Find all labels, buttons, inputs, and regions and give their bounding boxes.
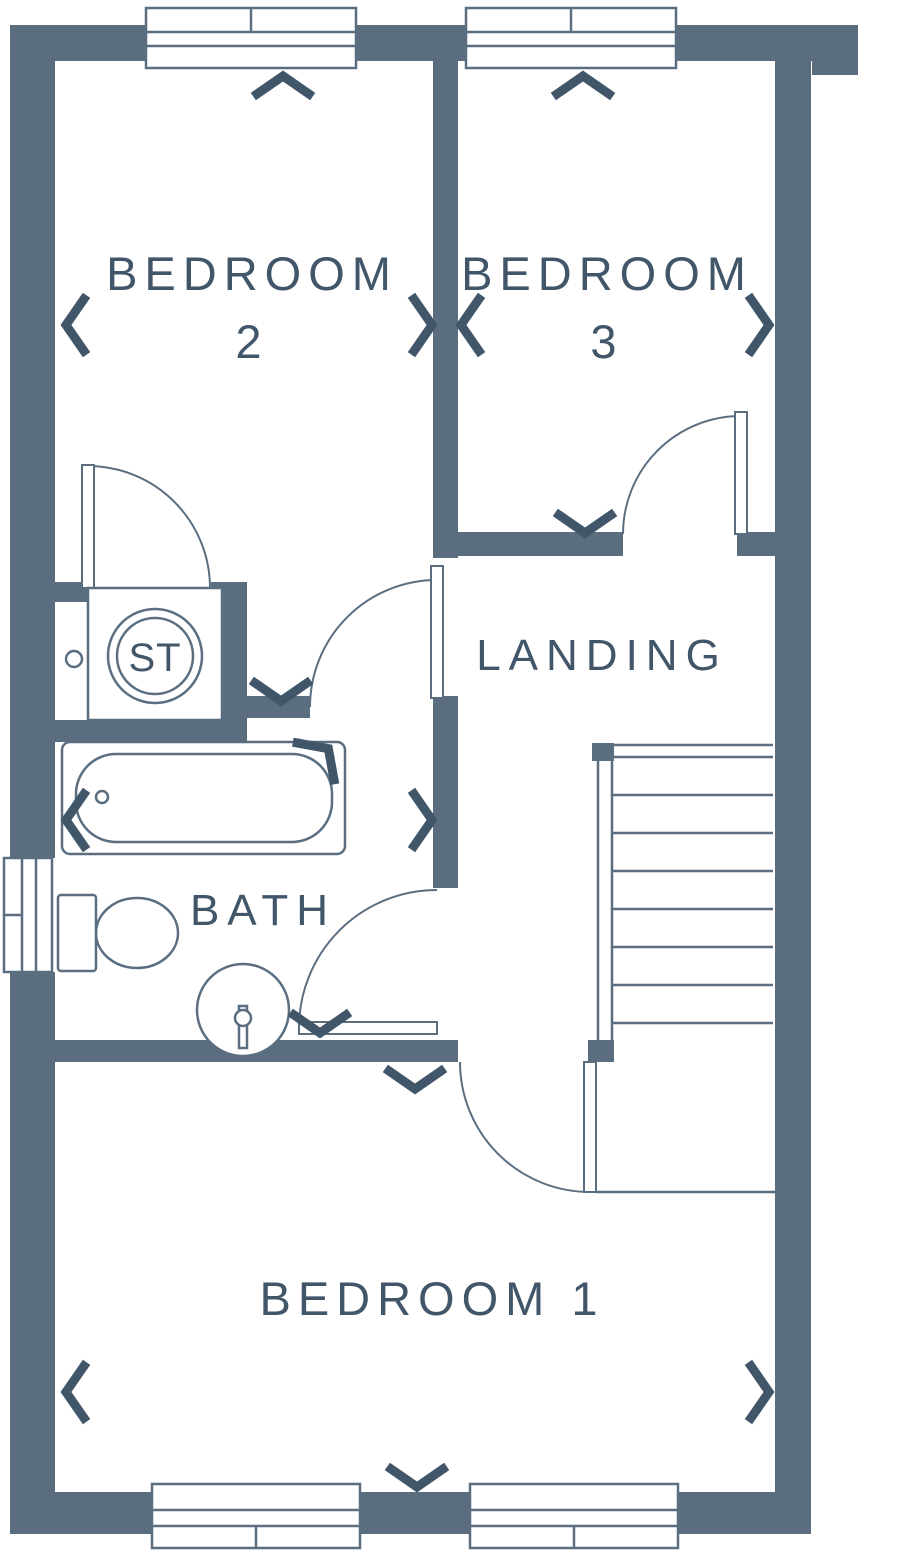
door-swing-arc [87, 465, 211, 589]
chevron-diagonal-icon [292, 737, 340, 785]
chevron-right-icon [744, 292, 775, 358]
wall-segment [360, 1492, 470, 1534]
door-bedroom3 [622, 411, 748, 535]
basin-tap-knob [233, 1008, 253, 1028]
door-swing-arc [298, 889, 438, 1029]
wall-segment [247, 696, 310, 718]
window-bottom-left [150, 1482, 362, 1550]
door-leaf [81, 464, 95, 589]
bathtub-outline [60, 740, 347, 856]
staircase [596, 743, 775, 1194]
bedroom2-label-line2: 2 [235, 315, 268, 368]
wall-segment [812, 61, 858, 75]
chevron-up-icon [550, 70, 616, 101]
wall-segment [10, 1492, 152, 1534]
wall-segment [356, 25, 466, 61]
hot-water-cylinder [106, 607, 204, 705]
room-labels: BEDROOM 2 BEDROOM 3 LANDING BATH BEDROOM… [106, 247, 753, 1325]
toilet [56, 893, 180, 973]
bedroom3-label-line1: BEDROOM [461, 247, 753, 300]
wall-segment [55, 582, 88, 602]
bathtub-drain [94, 789, 110, 805]
hot-water-cylinder-inner [115, 616, 195, 696]
chevron-down-icon [384, 1462, 450, 1493]
window-bath-left [2, 856, 54, 974]
bath-label: BATH [190, 886, 336, 935]
dimension-chevrons [60, 70, 775, 1493]
chevron-up-icon [250, 70, 316, 101]
chevron-left-icon [60, 292, 91, 358]
chevron-right-icon [407, 787, 438, 853]
wall-segment [775, 25, 811, 1534]
door-leaf [430, 565, 444, 699]
bathtub [60, 740, 347, 856]
door-store [81, 464, 211, 589]
window-top-right [464, 6, 678, 70]
wall-segment [678, 1492, 811, 1534]
toilet-cistern [56, 893, 98, 973]
chevron-down-icon [287, 1008, 353, 1039]
toilet-bowl [94, 896, 180, 970]
wall-segment [433, 696, 458, 888]
wall-segment [433, 61, 458, 558]
window-bottom-right [468, 1482, 680, 1550]
chevron-right-icon [744, 1359, 775, 1425]
bedroom2-label-line1: BEDROOM [106, 247, 398, 300]
chevron-left-icon [60, 1359, 91, 1425]
window-top-left [144, 6, 358, 70]
door-bedroom2 [309, 565, 444, 708]
wall-segment [433, 532, 623, 556]
door-leaf [734, 411, 748, 535]
chevron-left-icon [60, 787, 91, 853]
chevron-right-icon [407, 292, 438, 358]
wall-segment [588, 1040, 614, 1062]
door-swing-arc [459, 1061, 591, 1193]
chevron-left-icon [455, 292, 486, 358]
door-bedroom1 [459, 1061, 597, 1193]
pipe [64, 649, 84, 669]
bedroom1-label: BEDROOM 1 [259, 1272, 604, 1325]
store-closet [64, 586, 224, 722]
bedroom3-label-line2: 3 [590, 315, 623, 368]
wall-segment [10, 25, 55, 858]
wall-segment [10, 972, 55, 1534]
wall-segment [737, 532, 775, 556]
door-swing-arc [622, 415, 742, 535]
wall-segment [222, 582, 247, 742]
wash-basin [195, 962, 291, 1058]
store-label: ST [128, 636, 181, 680]
door-leaf [583, 1061, 597, 1193]
door-swing-arc [309, 579, 438, 708]
chevron-down-icon [248, 676, 314, 707]
chevron-down-icon [552, 508, 618, 539]
landing-label: LANDING [476, 631, 728, 680]
wall-segment [676, 25, 858, 61]
wall-segment [55, 720, 247, 742]
chevron-down-icon [382, 1064, 448, 1095]
